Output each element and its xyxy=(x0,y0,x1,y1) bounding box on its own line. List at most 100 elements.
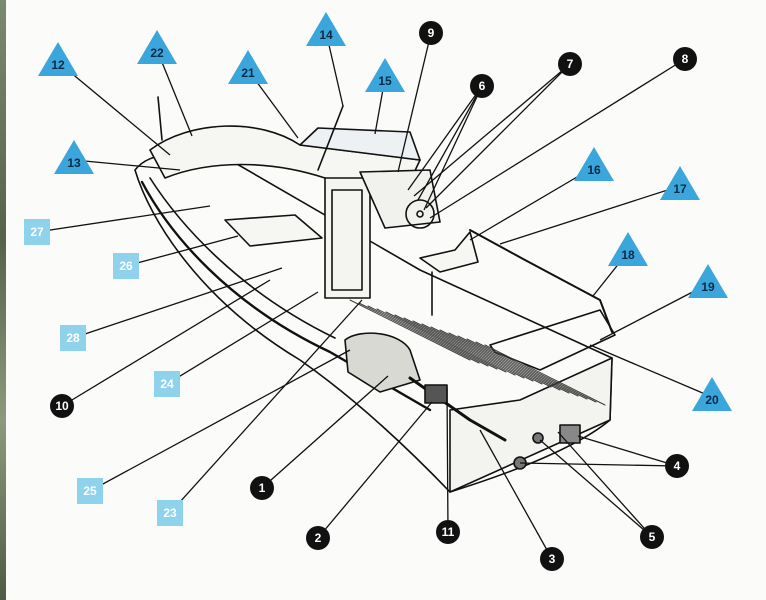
callout-number-11: 11 xyxy=(442,525,455,539)
callout-circle-5: 5 xyxy=(640,525,664,549)
deck-plank xyxy=(394,314,516,376)
deck-plank xyxy=(349,299,471,361)
callout-badge-24 xyxy=(154,371,180,397)
deck-plank xyxy=(430,326,552,388)
leader-line-6 xyxy=(423,85,483,211)
callout-number-5: 5 xyxy=(649,530,656,544)
deck-plank xyxy=(457,335,579,397)
berth-cushion xyxy=(224,214,323,247)
windshield xyxy=(299,127,421,161)
leader-line-10 xyxy=(61,279,271,407)
deck-plank xyxy=(385,311,507,373)
callout-badge-12 xyxy=(38,42,78,76)
callout-triangle-22: 22 xyxy=(137,30,177,64)
deck-plank xyxy=(376,308,498,370)
callout-circle-9: 9 xyxy=(419,21,443,45)
callout-triangle-20: 20 xyxy=(692,377,732,411)
leader-line-26 xyxy=(125,235,239,267)
callout-badge-2 xyxy=(306,526,330,550)
callout-circle-6: 6 xyxy=(470,74,494,98)
callout-triangle-18: 18 xyxy=(608,232,648,266)
callout-circle-2: 2 xyxy=(306,526,330,550)
callout-square-27: 27 xyxy=(24,219,50,245)
antenna-cabin xyxy=(317,105,344,171)
callout-triangle-16: 16 xyxy=(574,147,614,181)
callout-number-22: 22 xyxy=(150,46,164,60)
callout-square-24: 24 xyxy=(154,371,180,397)
leader-line-20 xyxy=(589,344,713,398)
callout-number-15: 15 xyxy=(378,74,392,88)
callout-badge-3 xyxy=(540,547,564,571)
leader-line-1 xyxy=(261,375,389,489)
callout-number-23: 23 xyxy=(163,506,177,520)
leader-line-28 xyxy=(72,267,283,339)
callout-badge-8 xyxy=(673,47,697,71)
callout-number-18: 18 xyxy=(621,248,635,262)
leader-line-8 xyxy=(429,58,686,219)
callout-badge-14 xyxy=(306,12,346,46)
callout-number-17: 17 xyxy=(673,182,687,196)
cabin-doorway xyxy=(331,189,363,291)
leader-line-22 xyxy=(156,49,193,137)
callout-badge-22 xyxy=(137,30,177,64)
callout-number-12: 12 xyxy=(51,58,65,72)
leader-line-9 xyxy=(397,32,432,173)
callout-badge-20 xyxy=(692,377,732,411)
deck-plank xyxy=(403,317,525,379)
tank xyxy=(424,384,448,404)
callout-number-20: 20 xyxy=(705,393,719,407)
callout-badge-7 xyxy=(558,52,582,76)
callout-number-16: 16 xyxy=(587,163,601,177)
leader-line-6 xyxy=(417,85,483,201)
callout-badge-27 xyxy=(24,219,50,245)
seat xyxy=(419,231,479,273)
leader-line-27 xyxy=(36,205,211,233)
callout-badge-10 xyxy=(50,394,74,418)
page-edge-strip xyxy=(0,0,6,600)
callout-number-1: 1 xyxy=(259,481,266,495)
callout-number-7: 7 xyxy=(567,57,574,71)
leader-line-4 xyxy=(519,462,678,467)
callout-square-25: 25 xyxy=(77,478,103,504)
callout-number-24: 24 xyxy=(160,377,174,391)
deck-plank xyxy=(448,332,570,394)
callout-square-26: 26 xyxy=(113,253,139,279)
leader-line-11 xyxy=(446,387,449,533)
steering-hub xyxy=(416,210,424,218)
leader-line-16 xyxy=(469,166,595,241)
callout-number-25: 25 xyxy=(83,484,97,498)
deck-plank xyxy=(421,323,543,385)
leader-line-2 xyxy=(317,401,433,539)
callout-badge-19 xyxy=(688,264,728,298)
callout-square-23: 23 xyxy=(157,500,183,526)
callout-badge-5 xyxy=(640,525,664,549)
deck-plank xyxy=(466,338,588,400)
callout-badge-21 xyxy=(228,50,268,84)
leader-line-25 xyxy=(89,349,351,492)
callout-number-2: 2 xyxy=(315,531,322,545)
callout-number-14: 14 xyxy=(319,28,333,42)
callout-number-6: 6 xyxy=(479,79,486,93)
callout-circle-7: 7 xyxy=(558,52,582,76)
callout-circle-8: 8 xyxy=(673,47,697,71)
callout-triangle-21: 21 xyxy=(228,50,268,84)
callout-square-28: 28 xyxy=(60,325,86,351)
callout-badge-15 xyxy=(365,58,405,92)
engine-cutaway xyxy=(344,332,421,393)
callout-badge-26 xyxy=(113,253,139,279)
callout-badge-28 xyxy=(60,325,86,351)
callout-triangle-14: 14 xyxy=(306,12,346,46)
callout-circle-4: 4 xyxy=(665,454,689,478)
deck-plank xyxy=(358,302,480,364)
callout-badge-11 xyxy=(436,520,460,544)
callout-badge-16 xyxy=(574,147,614,181)
leader-line-23 xyxy=(169,299,363,514)
callout-triangle-15: 15 xyxy=(365,58,405,92)
callout-circle-3: 3 xyxy=(540,547,564,571)
steering-wheel xyxy=(405,199,435,229)
callout-number-9: 9 xyxy=(428,26,435,40)
callout-triangle-13: 13 xyxy=(54,140,94,174)
leader-line-5 xyxy=(557,431,653,538)
callout-number-26: 26 xyxy=(119,259,133,273)
callout-triangle-12: 12 xyxy=(38,42,78,76)
